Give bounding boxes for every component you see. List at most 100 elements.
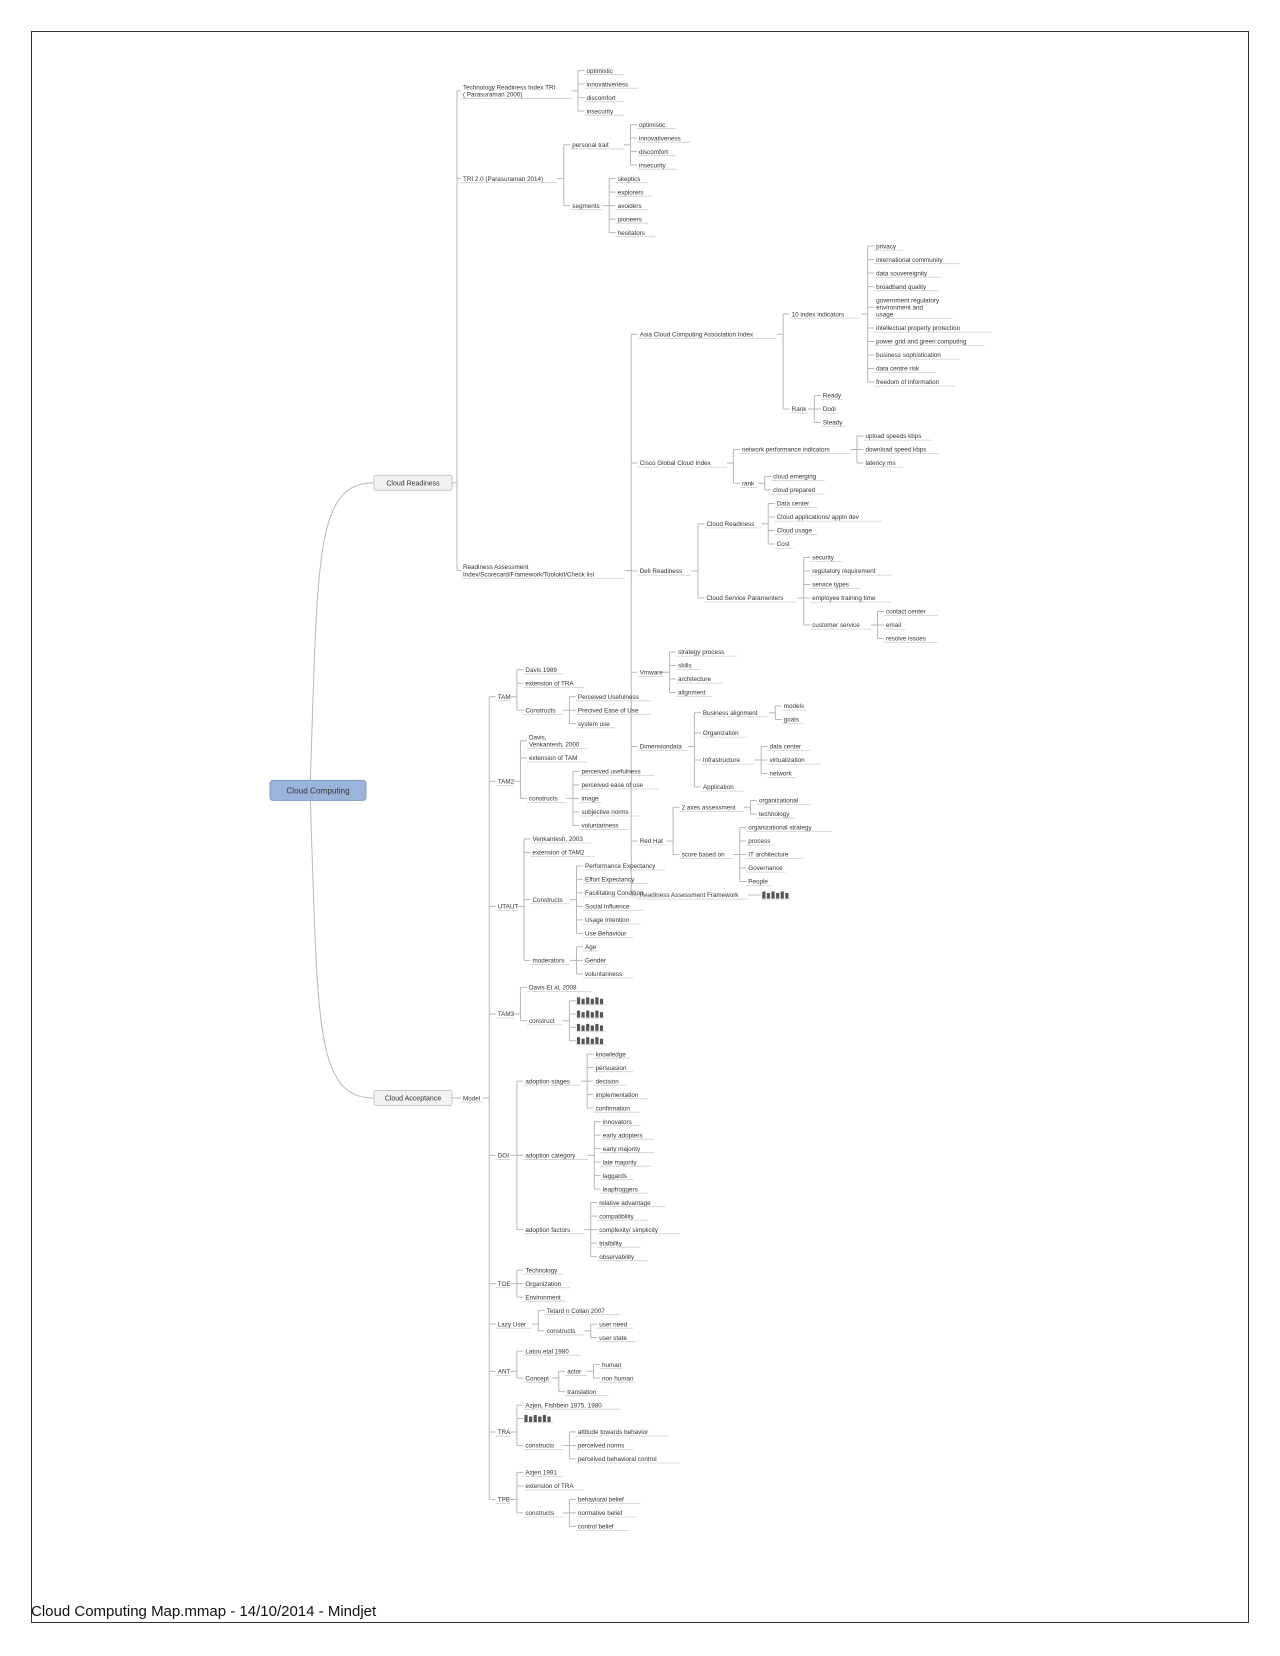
topic-cloud-applications-appln-dev[interactable]: Cloud applications/ appln dev [774,514,882,522]
topic-doi[interactable]: DOI [495,1153,511,1160]
topic-image[interactable] [575,1010,606,1019]
topic-ready[interactable]: Ready [820,393,843,401]
topic-image[interactable]: image [579,796,602,803]
topic-laggards[interactable]: laggards [600,1173,634,1181]
topic-2-axes-assessment[interactable]: 2 axes assessment [679,804,744,812]
topic-tra[interactable]: TRA [495,1429,511,1437]
topic-persuasion[interactable]: persuasion [593,1065,634,1073]
topic-usage-intention[interactable]: Usage Intention [583,917,641,925]
topic-image[interactable] [575,1023,606,1032]
topic-broadband-quality[interactable]: broadband quality [874,284,939,292]
topic-data-souvereignity[interactable]: data souvereignity [874,270,942,278]
topic-perceived-behavioral-control[interactable]: perceived behavioral control [575,1456,680,1464]
topic-people[interactable]: People [746,879,772,886]
topic-use-behaviour[interactable]: Use Behaviour [583,931,634,938]
topic-international-community[interactable]: international community [874,257,960,265]
topic-network[interactable]: network [767,771,797,778]
topic-constructs[interactable]: constructs [544,1328,585,1336]
topic-ant[interactable]: ANT [495,1369,511,1376]
topic-image[interactable] [523,1415,554,1423]
topic-email[interactable]: email [884,622,906,630]
topic-latou-etal-1980[interactable]: Latou etal 1980 [523,1348,581,1356]
topic-lazy-user[interactable]: Lazy User [495,1321,532,1329]
topic-precived-ease-of-use[interactable]: Precived Ease of Use [575,707,651,715]
topic-gender[interactable]: Gender [583,958,609,965]
topic-social-influence[interactable]: Social Influence [583,904,644,911]
topic-strategy-process[interactable]: strategy process [676,649,737,657]
topic-dodi[interactable]: Dodi [820,406,840,414]
topic-extension-of-tra[interactable]: extension of TRA [523,680,585,688]
topic-asia-cloud-computing-association-index[interactable]: Asia Cloud Computing Association Index [637,332,777,339]
topic-extension-of-tra[interactable]: extension of TRA [523,1483,585,1491]
topic-vmware[interactable]: Vmware [637,669,664,677]
topic-power-grid-and-green-computing[interactable]: power grid and green computing [874,339,985,347]
topic-tam3[interactable]: TAM3 [495,1011,515,1019]
branch-cloud-acceptance[interactable]: Cloud Acceptance [373,1090,453,1107]
topic-voluntariness[interactable]: voluntariness [579,823,630,830]
topic-non-human[interactable]: non human [600,1375,636,1383]
topic-toe[interactable]: TOE [495,1281,511,1289]
topic-infrastructure[interactable]: Infrastructure [700,757,755,765]
topic-dell-readiness[interactable]: Dell Readiness [637,568,692,576]
topic-intellectual-property-protection[interactable]: intellectual property protection [874,325,992,333]
topic-voluntariness[interactable]: voluntariness [583,971,634,979]
topic-customer-service[interactable]: customer service [810,622,871,630]
topic-innovativeness[interactable]: innovativeness [584,81,639,89]
topic-late-majority[interactable]: late majority [600,1159,651,1167]
topic-constructs[interactable]: constructs [526,796,567,803]
topic-model[interactable]: Model [461,1095,483,1103]
topic-pioneers[interactable]: pioneers [615,216,649,224]
topic-privacy[interactable]: privacy [874,243,903,251]
topic-system-use[interactable]: system use [575,721,616,729]
topic-utaut[interactable]: UTAUT [495,904,519,911]
topic-data-center[interactable]: data center [767,744,811,751]
topic-perceived-ease-of-use[interactable]: perceived ease of use [579,782,658,790]
topic-cloud-service-paramenters[interactable]: Cloud Service Paramenters [704,595,798,603]
topic-environment[interactable]: Environment [523,1294,567,1302]
topic-user-state[interactable]: user state [597,1335,637,1343]
topic-architecture[interactable]: architecture [676,676,723,684]
topic-attitude-towards-behavior[interactable]: attitude towards behavior [575,1429,669,1437]
topic-trialbility[interactable]: trialbility [597,1240,641,1248]
topic-explorers[interactable]: explorers [615,189,652,197]
topic-business-alignment[interactable]: Business alignment [700,710,769,718]
topic-translation[interactable]: translation [565,1389,609,1397]
topic-subjective-norms[interactable]: subjective norms [579,809,641,817]
topic-constructs[interactable]: constructs [523,1443,563,1450]
topic-technology-readiness-index-tri-parasuram[interactable]: Technology Readiness Index TRI( Parasura… [461,84,572,99]
topic-score-based-on[interactable]: score based on [679,852,734,859]
topic-perceived-norms[interactable]: perceived norms [575,1443,634,1450]
topic-tam[interactable]: TAM [495,694,511,702]
topic-steady[interactable]: Steady [820,420,847,428]
topic-adoption-stages[interactable]: adoption stages [523,1078,581,1086]
topic-segments[interactable]: segments [570,203,603,211]
topic-actor[interactable]: actor [565,1369,587,1376]
topic-image[interactable] [575,1037,606,1046]
topic-moderators[interactable]: moderators [530,958,571,965]
topic-perceived-usefulness[interactable]: Perceived Usefulness [575,694,651,702]
topic-contact-center[interactable]: contact center [884,609,938,616]
topic-personal-trait[interactable]: personal trait [570,142,624,150]
topic-azjen-fishbein-1975-1980[interactable]: Azjen, Fishbein 1975, 1980 [523,1402,620,1410]
topic-alignment[interactable]: alignment [676,690,712,697]
topic-data-centre-risk[interactable]: data centre risk [874,366,935,374]
topic-download-speed-kbps[interactable]: download speed kbps [863,447,939,455]
topic-models[interactable]: models [781,703,808,711]
topic-readiness-assessment-framework[interactable]: Readiness Assessment Framework [637,892,749,900]
topic-application[interactable]: Application [700,784,744,792]
topic-leapfroggers[interactable]: leapfroggers [600,1186,648,1194]
topic-decision[interactable]: decision [593,1078,627,1086]
topic-it-architecture[interactable]: IT architecture [746,852,804,859]
topic-security[interactable]: security [810,555,843,562]
topic-innovators[interactable]: innovators [600,1119,641,1127]
topic-insecurity[interactable]: insecurity [637,162,677,170]
topic-readiness-assessment-index-scorecard-fra[interactable]: Readiness AssessmentIndex/Scorecard/Fram… [461,564,625,579]
topic-concept[interactable]: Concept [523,1375,553,1383]
topic-implementation[interactable]: implementation [593,1092,648,1100]
topic-cisco-global-cloud-index[interactable]: Cisco Global Cloud Index [637,460,727,468]
topic-governance[interactable]: Governance [746,865,786,873]
topic-davis-1989[interactable]: Davis 1989 [523,667,563,675]
topic-discomfort[interactable]: discomfort [584,95,625,103]
topic-employee-training-time[interactable]: employee training time [810,595,893,603]
topic-skills[interactable]: skills [676,663,702,670]
